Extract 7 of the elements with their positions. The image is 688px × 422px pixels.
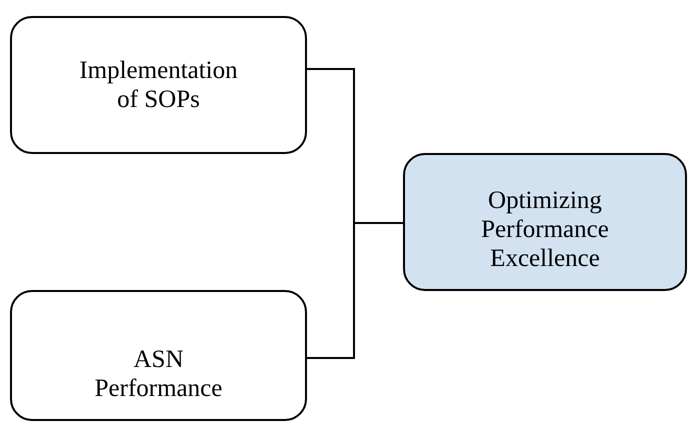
connector-line bbox=[307, 222, 403, 359]
box-text: ASN Performance bbox=[94, 344, 224, 402]
rounded-box bbox=[10, 16, 307, 154]
box-text: Implementation of SOPs bbox=[78, 56, 239, 114]
box-text: Optimizing Performance Excellence bbox=[480, 186, 610, 272]
rounded-box bbox=[403, 153, 687, 291]
rounded-box bbox=[10, 290, 307, 421]
